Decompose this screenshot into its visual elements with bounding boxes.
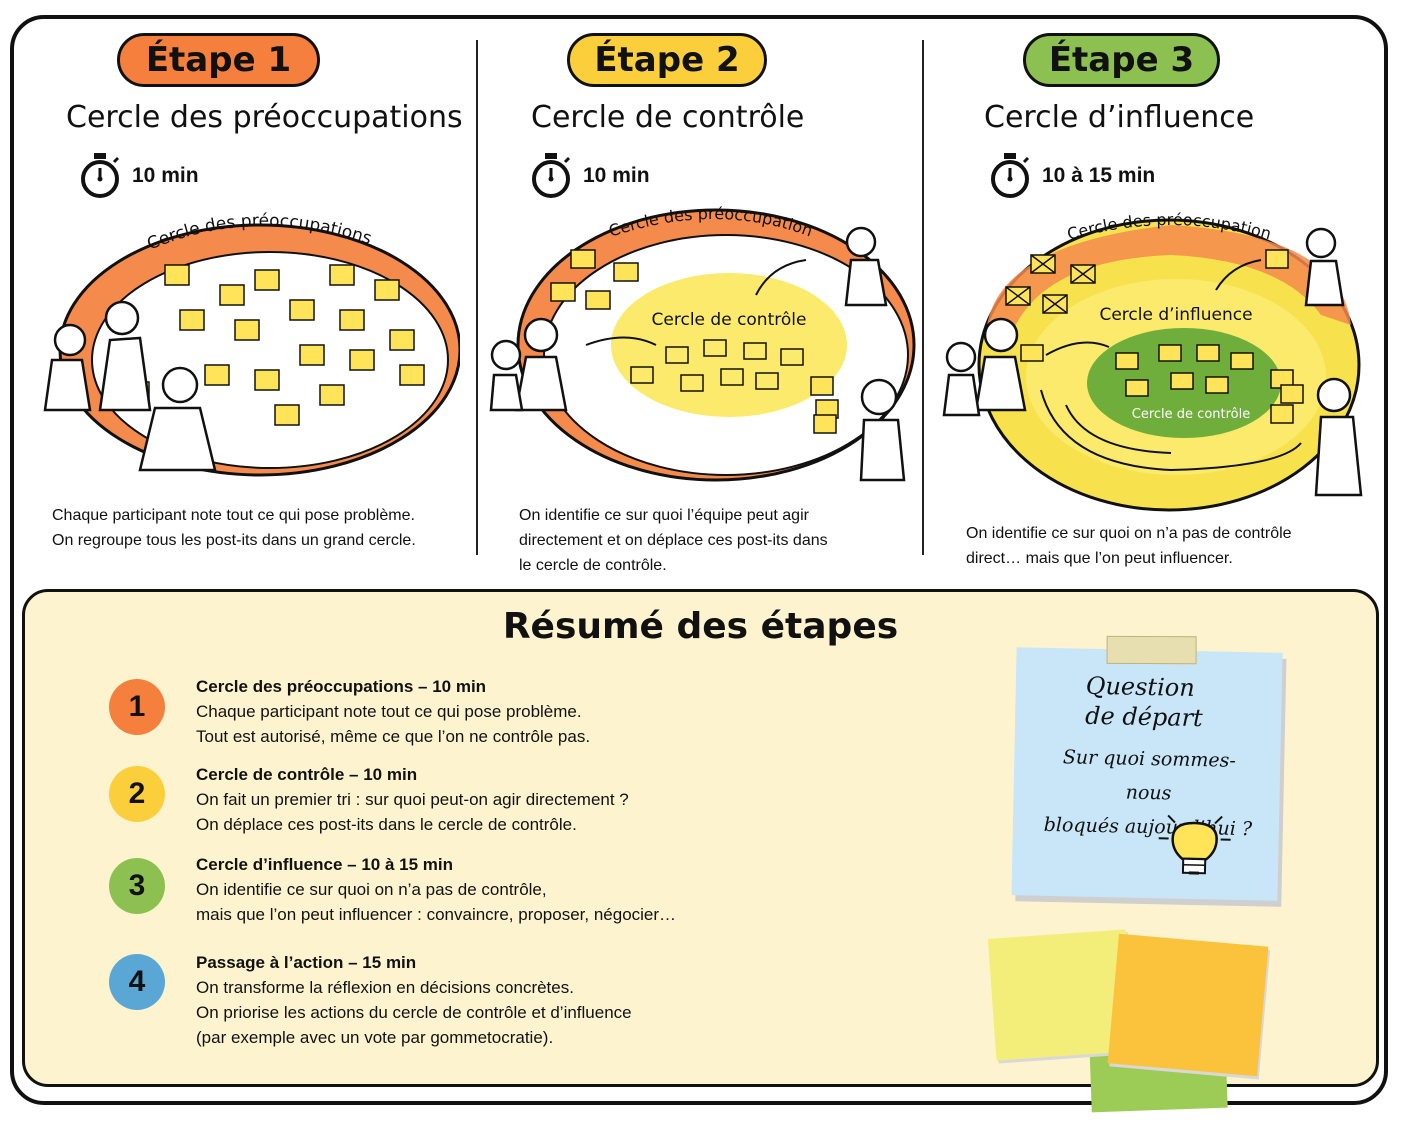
summary-step-line: On transforme la réflexion en décisions … xyxy=(196,978,574,997)
step-number-badge: 2 xyxy=(109,766,165,822)
stopwatch-icon xyxy=(991,153,1030,198)
orange-sticky-note xyxy=(1107,933,1269,1077)
summary-step-heading: Cercle d’influence – 10 à 15 min xyxy=(196,855,454,874)
note-title-line: de départ xyxy=(1084,701,1204,733)
desc-line: directement et on déplace ces post-its d… xyxy=(519,532,828,549)
desc-line: Chaque participant note tout ce qui pose… xyxy=(52,507,415,524)
step-1-pill: Étape 1 xyxy=(117,33,320,87)
step-number-badge: 3 xyxy=(109,858,165,914)
step-2-inner-label: Cercle de contrôle xyxy=(652,310,807,330)
step-3-mid-label: Cercle d’influence xyxy=(1099,305,1252,325)
note-question-line: Sur quoi sommes-nous xyxy=(1062,746,1237,805)
step-2-column: Étape 2 Cercle de contrôle 10 min Cercle… xyxy=(486,0,926,580)
summary-step-line: mais que l’on peut influencer : convainc… xyxy=(196,905,677,924)
summary-step-heading: Passage à l’action – 15 min xyxy=(196,953,417,972)
step-1-illustration: Cercle des préoccupations xyxy=(43,211,460,477)
step-3-time: 10 à 15 min xyxy=(1042,164,1156,187)
summary-step-line: On priorise les actions du cercle de con… xyxy=(196,1003,632,1022)
summary-title: Résumé des étapes xyxy=(502,606,899,647)
summary-step-line: On identifie ce sur quoi on n’a pas de c… xyxy=(196,880,547,899)
desc-line: On identifie ce sur quoi l’équipe peut a… xyxy=(519,507,809,524)
summary-step-line: Tout est autorisé, même ce que l’on ne c… xyxy=(196,727,591,746)
desc-line: direct… mais que l’on peut influencer. xyxy=(966,550,1233,567)
step-1-timer: 10 min xyxy=(78,152,199,200)
step-1-description: Chaque participant note tout ce qui pose… xyxy=(52,503,416,553)
summary-step-body: Passage à l’action – 15 min On transform… xyxy=(196,950,632,1050)
step-3-illustration: Cercle des préoccupations Cercle d’influ… xyxy=(941,205,1363,512)
stopwatch-icon xyxy=(532,153,571,198)
column-divider xyxy=(476,40,478,555)
desc-line: On regroupe tous les post-its dans un gr… xyxy=(52,532,416,549)
step-2-title: Cercle de contrôle xyxy=(531,100,805,135)
tape-strip xyxy=(1106,635,1197,665)
step-number-badge: 4 xyxy=(109,954,165,1010)
step-number-badge: 1 xyxy=(109,679,165,735)
step-2-description: On identifie ce sur quoi l’équipe peut a… xyxy=(519,503,828,578)
step-1-title: Cercle des préoccupations xyxy=(66,100,463,135)
step-2-illustration: Cercle des préoccupations Cercle de cont… xyxy=(486,205,916,482)
step-3-title: Cercle d’influence xyxy=(984,100,1255,135)
summary-step-body: Cercle de contrôle – 10 min On fait un p… xyxy=(196,762,629,837)
step-2-time: 10 min xyxy=(583,164,650,187)
summary-step-line: Chaque participant note tout ce qui pose… xyxy=(196,702,582,721)
column-divider xyxy=(922,40,924,555)
note-title-line: Question xyxy=(1085,671,1195,702)
summary-step-line: On déplace ces post-its dans le cercle d… xyxy=(196,815,577,834)
step-1-column: Étape 1 Cercle des préoccupations 10 min… xyxy=(30,0,470,580)
desc-line: On identifie ce sur quoi on n’a pas de c… xyxy=(966,525,1292,542)
step-1-time: 10 min xyxy=(132,164,199,187)
lightbulb-icon xyxy=(1158,814,1231,875)
step-3-timer: 10 à 15 min xyxy=(988,152,1155,200)
summary-step-heading: Cercle des préoccupations – 10 min xyxy=(196,677,487,696)
summary-step-body: Cercle des préoccupations – 10 min Chaqu… xyxy=(196,674,590,749)
desc-line: le cercle de contrôle. xyxy=(519,557,667,574)
step-2-timer: 10 min xyxy=(529,152,650,200)
step-3-column: Étape 3 Cercle d’influence 10 à 15 min C… xyxy=(936,0,1376,580)
stopwatch-icon xyxy=(81,153,120,198)
summary-step-heading: Cercle de contrôle – 10 min xyxy=(196,765,418,784)
note-title: Question de départ xyxy=(1085,671,1204,733)
step-3-inner-label: Cercle de contrôle xyxy=(1132,407,1250,422)
step-3-pill: Étape 3 xyxy=(1023,33,1220,87)
step-3-description: On identifie ce sur quoi on n’a pas de c… xyxy=(966,521,1292,571)
step-2-pill: Étape 2 xyxy=(567,33,767,87)
starting-question-note: Question de départ Sur quoi sommes-nous … xyxy=(1011,635,1283,901)
summary-step-line: On fait un premier tri : sur quoi peut-o… xyxy=(196,790,629,809)
summary-step-line: (par exemple avec un vote par gommetocra… xyxy=(196,1028,554,1047)
summary-step-body: Cercle d’influence – 10 à 15 min On iden… xyxy=(196,852,676,927)
